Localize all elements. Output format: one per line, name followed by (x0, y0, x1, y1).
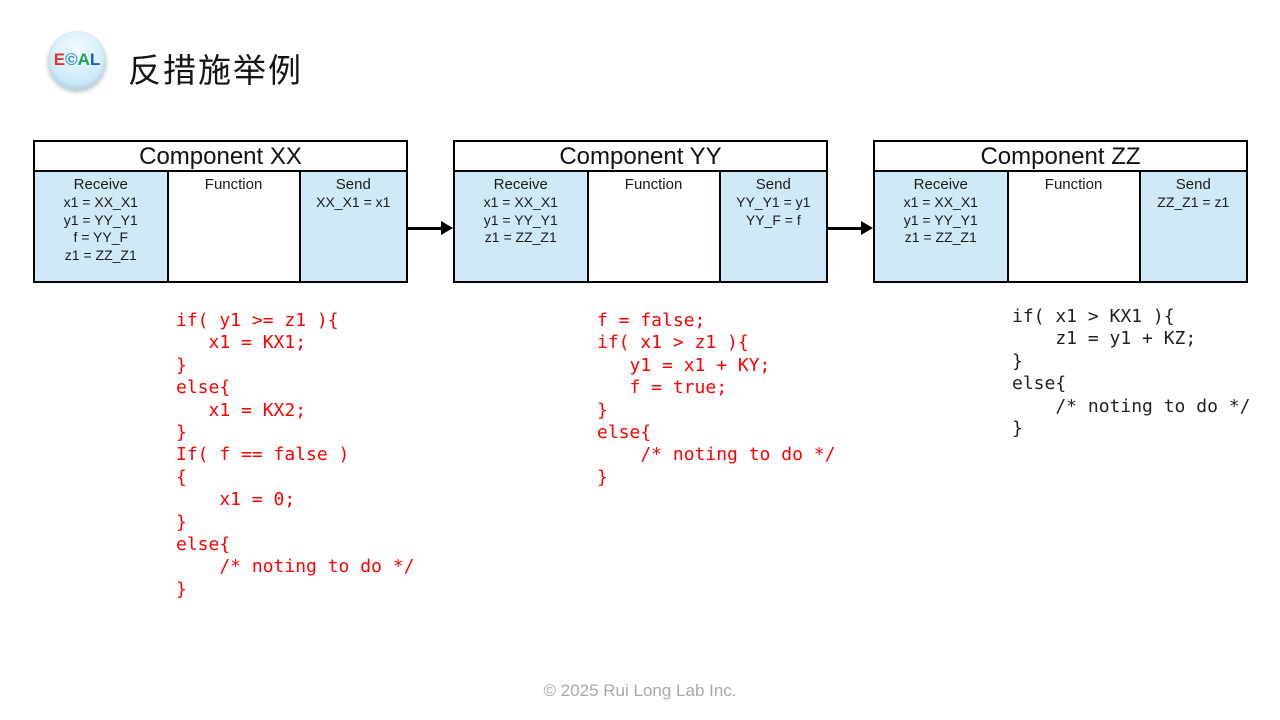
arrow-shaft (408, 227, 442, 230)
component-zz-title: Component ZZ (875, 142, 1246, 172)
component-yy-receive-cell: Receive x1 = XX_X1 y1 = YY_Y1 z1 = ZZ_Z1 (455, 172, 589, 281)
component-zz-table: Component ZZ Receive x1 = XX_X1 y1 = YY_… (873, 140, 1248, 283)
function-header: Function (204, 176, 263, 193)
component-xx-receive-cell: Receive x1 = XX_X1 y1 = YY_Y1 f = YY_F z… (35, 172, 169, 281)
component-zz-body: Receive x1 = XX_X1 y1 = YY_Y1 z1 = ZZ_Z1… (875, 172, 1246, 281)
receive-header: Receive (913, 176, 968, 193)
send-header: Send (755, 176, 791, 193)
function-header: Function (624, 176, 683, 193)
logo-letter-e: E (53, 50, 66, 69)
component-xx-table: Component XX Receive x1 = XX_X1 y1 = YY_… (33, 140, 408, 283)
component-zz-function-cell: Function (1008, 172, 1141, 281)
component-yy-code: f = false; if( x1 > z1 ){ y1 = x1 + KY; … (597, 310, 836, 488)
component-zz-code: if( x1 > KX1 ){ z1 = y1 + KZ; } else{ /*… (1012, 306, 1251, 440)
arrow-shaft (828, 227, 862, 230)
send-mappings: YY_Y1 = y1 YY_F = f (736, 194, 811, 228)
ecal-logo-text: E©AL (54, 50, 101, 70)
component-xx-function-cell: Function (168, 172, 301, 281)
send-header: Send (1175, 176, 1211, 193)
ecal-logo: E©AL (48, 31, 106, 89)
receive-mappings: x1 = XX_X1 y1 = YY_Y1 z1 = ZZ_Z1 (483, 194, 558, 245)
page-title: 反措施举例 (128, 54, 303, 90)
component-xx-code: if( y1 >= z1 ){ x1 = KX1; } else{ x1 = K… (176, 310, 415, 600)
logo-letter-c: © (65, 50, 78, 69)
arrow-head-icon (441, 221, 453, 235)
logo-letter-l: L (89, 50, 101, 69)
component-yy-body: Receive x1 = XX_X1 y1 = YY_Y1 z1 = ZZ_Z1… (455, 172, 826, 281)
arrow-xx-to-yy (408, 221, 453, 235)
receive-mappings: x1 = XX_X1 y1 = YY_Y1 f = YY_F z1 = ZZ_Z… (63, 194, 138, 263)
component-xx-title: Component XX (35, 142, 406, 172)
arrow-yy-to-zz (828, 221, 873, 235)
send-mappings: ZZ_Z1 = z1 (1157, 194, 1230, 210)
receive-mappings: x1 = XX_X1 y1 = YY_Y1 z1 = ZZ_Z1 (903, 194, 978, 245)
copyright-text: © 2025 Rui Long Lab Inc. (543, 681, 737, 700)
component-yy-send-cell: Send YY_Y1 = y1 YY_F = f (720, 172, 826, 281)
receive-header: Receive (493, 176, 548, 193)
component-yy-title: Component YY (455, 142, 826, 172)
send-header: Send (335, 176, 371, 193)
send-mappings: XX_X1 = x1 (316, 194, 391, 210)
component-xx-body: Receive x1 = XX_X1 y1 = YY_Y1 f = YY_F z… (35, 172, 406, 281)
receive-header: Receive (73, 176, 128, 193)
arrow-head-icon (861, 221, 873, 235)
component-yy-table: Component YY Receive x1 = XX_X1 y1 = YY_… (453, 140, 828, 283)
logo-letter-a: A (77, 50, 90, 69)
component-yy-function-cell: Function (588, 172, 721, 281)
function-header: Function (1044, 176, 1103, 193)
component-zz-send-cell: Send ZZ_Z1 = z1 (1140, 172, 1246, 281)
component-xx-send-cell: Send XX_X1 = x1 (300, 172, 406, 281)
component-zz-receive-cell: Receive x1 = XX_X1 y1 = YY_Y1 z1 = ZZ_Z1 (875, 172, 1009, 281)
